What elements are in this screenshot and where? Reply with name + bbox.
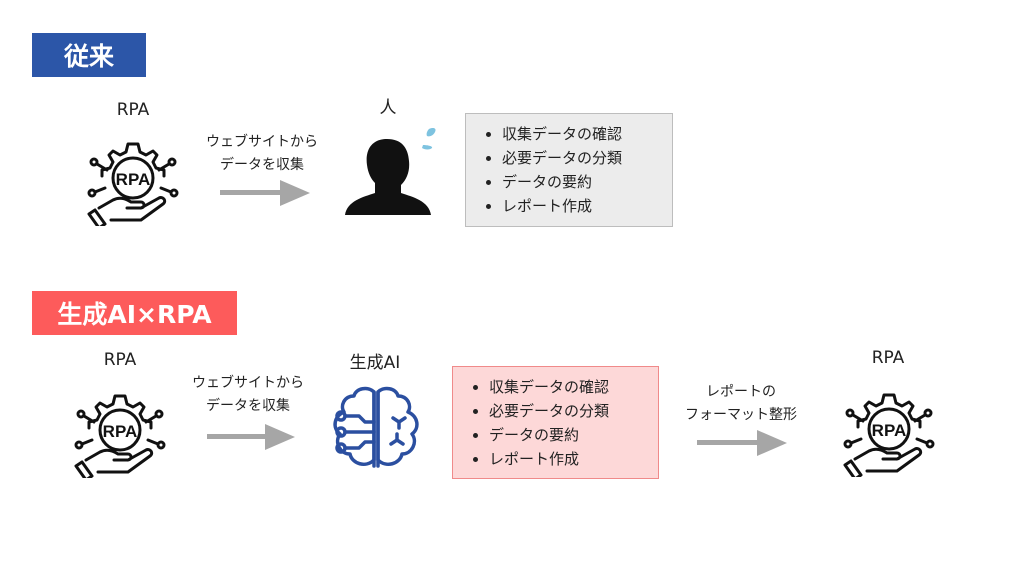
- task-item: データの要約: [489, 423, 658, 447]
- arrow-right-icon: [220, 180, 310, 206]
- arrow2-caption: レポートの フォーマット整形: [685, 381, 797, 427]
- arrow-caption-line: データを収集: [206, 398, 290, 414]
- genai-label: 生成AI: [349, 353, 401, 373]
- task-item: 収集データの確認: [502, 122, 672, 146]
- ai-tasks-box: 収集データの確認 必要データの分類 データの要約 レポート作成: [452, 366, 659, 479]
- task-item: レポート作成: [489, 447, 658, 471]
- arrow-right-icon: [697, 430, 787, 456]
- rpa-label: RPA: [103, 350, 137, 370]
- ai-brain-icon: [327, 386, 425, 472]
- arrow-caption-line: データを収集: [220, 157, 304, 173]
- genai-title: 生成AI×RPA: [32, 291, 237, 335]
- rpa-label: RPA: [116, 100, 150, 120]
- arrow-caption: ウェブサイトから データを収集: [192, 372, 304, 418]
- task-item: 必要データの分類: [489, 399, 658, 423]
- person-label: 人: [379, 98, 397, 118]
- worried-person-icon: [343, 125, 443, 217]
- traditional-title: 従来: [32, 33, 146, 77]
- rpa-icon: RPA: [72, 382, 168, 478]
- rpa-label: RPA: [871, 348, 905, 368]
- arrow-caption-line: ウェブサイトから: [192, 375, 304, 391]
- task-item: 必要データの分類: [502, 146, 672, 170]
- task-item: レポート作成: [502, 194, 672, 218]
- rpa-icon-text: RPA: [103, 422, 138, 441]
- rpa-icon-text: RPA: [872, 421, 907, 440]
- rpa-icon-text: RPA: [116, 170, 151, 189]
- arrow-caption-line: ウェブサイトから: [206, 134, 318, 150]
- arrow-caption: ウェブサイトから データを収集: [206, 131, 318, 177]
- task-item: 収集データの確認: [489, 375, 658, 399]
- arrow-caption-line: レポートの: [706, 384, 776, 400]
- task-item: データの要約: [502, 170, 672, 194]
- manual-tasks-box: 収集データの確認 必要データの分類 データの要約 レポート作成: [465, 113, 673, 227]
- rpa-icon: RPA: [85, 130, 181, 226]
- arrow-right-icon: [207, 424, 295, 450]
- arrow-caption-line: フォーマット整形: [685, 407, 797, 423]
- rpa-icon: RPA: [841, 381, 937, 477]
